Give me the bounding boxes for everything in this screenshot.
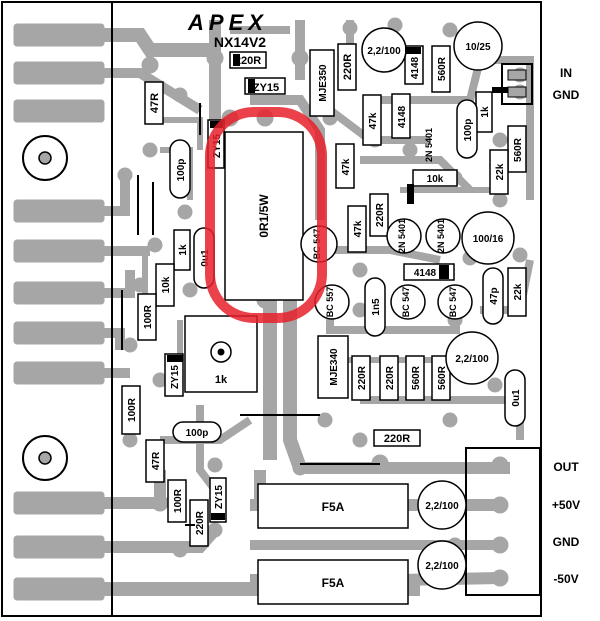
- label-0u1-right: 0u1: [511, 389, 522, 407]
- label-4148-mid: 4148: [397, 105, 408, 128]
- potentiometer-1k: [210, 341, 232, 363]
- brand-logo: APEX: [187, 10, 268, 35]
- label-bc547-c: BC 547: [448, 287, 458, 318]
- label-4148-low: 4148: [414, 268, 437, 279]
- label-cap-2-2-100-b1: 2,2/100: [425, 501, 459, 512]
- label-2n5401-c: 2N 5401: [436, 219, 446, 253]
- brand-text: APEX NX14V2: [187, 10, 268, 50]
- label-gnd-power: GND: [552, 535, 580, 549]
- label-47R-bottom: 47R: [151, 451, 162, 470]
- label-22k-b: 22k: [513, 283, 524, 300]
- mounting-holes: [22, 135, 68, 481]
- label-minus50v: -50V: [553, 572, 579, 586]
- label-pot-1k: 1k: [215, 374, 228, 386]
- label-in: IN: [560, 66, 572, 80]
- label-47k-a: 47k: [368, 112, 379, 129]
- label-zy15-upper: ZY15: [212, 134, 223, 158]
- label-22k-a: 22k: [495, 163, 506, 180]
- label-zy15-top: ZY15: [253, 82, 279, 94]
- label-zy15-mid: ZY15: [170, 365, 181, 389]
- label-100R-b: 100R: [127, 397, 138, 422]
- label-2n5401-b: 2N 5401: [397, 219, 407, 253]
- label-47p: 47p: [489, 287, 500, 304]
- label-bc557: BC 557: [325, 287, 335, 318]
- label-4148-top: 4148: [410, 56, 421, 79]
- label-mje350: MJE350: [318, 64, 329, 102]
- label-560R-right: 560R: [513, 137, 524, 162]
- label-560R-r1: 560R: [411, 365, 422, 390]
- board-outline: [1, 1, 542, 617]
- label-220R-vert: 220R: [342, 54, 354, 80]
- label-560R-r2: 560R: [437, 365, 448, 390]
- round-components: [169, 21, 526, 590]
- label-47R-top: 47R: [149, 93, 161, 113]
- label-220R-top: 220R: [235, 55, 261, 67]
- highlight-ring: [205, 107, 327, 323]
- label-100R-c: 100R: [173, 488, 184, 513]
- label-gnd-in: GND: [552, 88, 580, 102]
- label-mje340: MJE340: [329, 348, 340, 386]
- label-cap-10-25: 10/25: [465, 42, 490, 53]
- label-cap-2-2-100-mid: 2,2/100: [455, 354, 489, 365]
- label-fuse-1: F5A: [322, 500, 345, 514]
- label-2n5401-a: 2N 5401: [424, 128, 434, 162]
- label-10k-left: 10k: [161, 276, 172, 293]
- component-labels: 220R ZY15 MJE350 220R 2,2/100 4148 560R …: [127, 42, 524, 590]
- label-100p-bottom: 100p: [186, 428, 209, 439]
- label-out: OUT: [553, 460, 579, 474]
- label-1n5: 1n5: [371, 298, 382, 316]
- component-outlines: [121, 43, 527, 605]
- label-47k-c: 47k: [353, 220, 364, 237]
- label-560R-top: 560R: [437, 56, 448, 81]
- label-fuse-2: F5A: [322, 576, 345, 590]
- input-connector: [507, 69, 527, 98]
- label-220R-r1: 220R: [357, 365, 368, 390]
- label-220R-mid: 220R: [375, 202, 386, 227]
- label-10k-right: 10k: [427, 174, 444, 185]
- label-plus50v: +50V: [551, 498, 581, 512]
- label-bc547-b: BC 547: [401, 287, 411, 318]
- label-cap-2-2-100-b2: 2,2/100: [425, 561, 459, 572]
- label-1k-top: 1k: [480, 106, 491, 118]
- label-cap-2-2-100-top: 2,2/100: [367, 46, 401, 57]
- label-220R-r2: 220R: [385, 365, 396, 390]
- label-47k-b: 47k: [341, 158, 352, 175]
- label-100p-right: 100p: [463, 119, 474, 142]
- board-model: NX14V2: [214, 34, 266, 50]
- label-100p-left: 100p: [176, 159, 187, 182]
- label-0R1-5W: 0R1/5W: [257, 194, 271, 238]
- label-220R-low: 220R: [195, 510, 206, 535]
- label-cap-100-16: 100/16: [473, 234, 504, 245]
- label-1k-left: 1k: [178, 244, 189, 256]
- label-zy15-low: ZY15: [214, 485, 225, 509]
- label-100R-a: 100R: [143, 304, 154, 329]
- label-220R-bottom: 220R: [384, 433, 410, 445]
